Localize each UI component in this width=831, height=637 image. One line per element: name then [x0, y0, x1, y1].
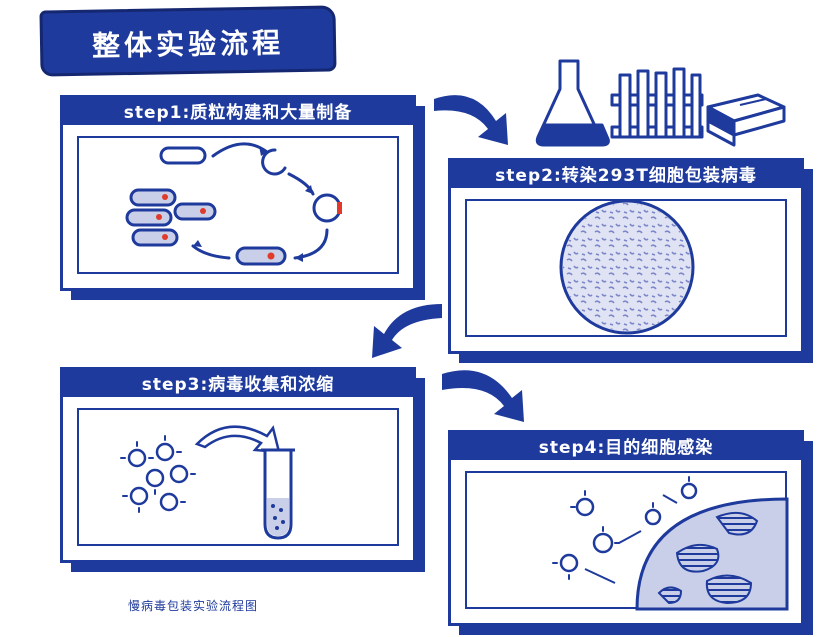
step3-illustration — [77, 408, 399, 546]
step3-card: step3:病毒收集和浓缩 — [60, 367, 425, 572]
step2-card: step2:转染293T细胞包装病毒 — [448, 158, 813, 363]
target-cell-infection-diagram — [552, 476, 789, 611]
step2-illustration — [465, 199, 787, 337]
step3-heading: step3:病毒收集和浓缩 — [60, 367, 416, 397]
plasmid-cycle-diagram — [125, 142, 342, 266]
flow-arrow-2 — [372, 304, 442, 358]
step4-heading: step4:目的细胞感染 — [448, 430, 804, 460]
virus-collection-diagram — [120, 425, 295, 540]
title-banner: 整体实验流程 — [39, 5, 337, 77]
page-title: 整体实验流程 — [91, 26, 285, 63]
flow-arrow-3 — [442, 370, 524, 422]
step2-heading: step2:转染293T细胞包装病毒 — [448, 158, 804, 188]
step1-card: step1:质粒构建和大量制备 — [60, 95, 425, 300]
lab-equipment-icon — [535, 59, 786, 147]
step1-heading: step1:质粒构建和大量制备 — [60, 95, 416, 125]
footer-caption: 慢病毒包装实验流程图 — [128, 599, 259, 613]
step4-illustration — [465, 471, 789, 611]
flow-arrow-1 — [434, 95, 508, 145]
cell-culture-dish — [559, 199, 695, 335]
step4-card: step4:目的细胞感染 — [448, 430, 813, 635]
step1-illustration — [77, 136, 399, 274]
